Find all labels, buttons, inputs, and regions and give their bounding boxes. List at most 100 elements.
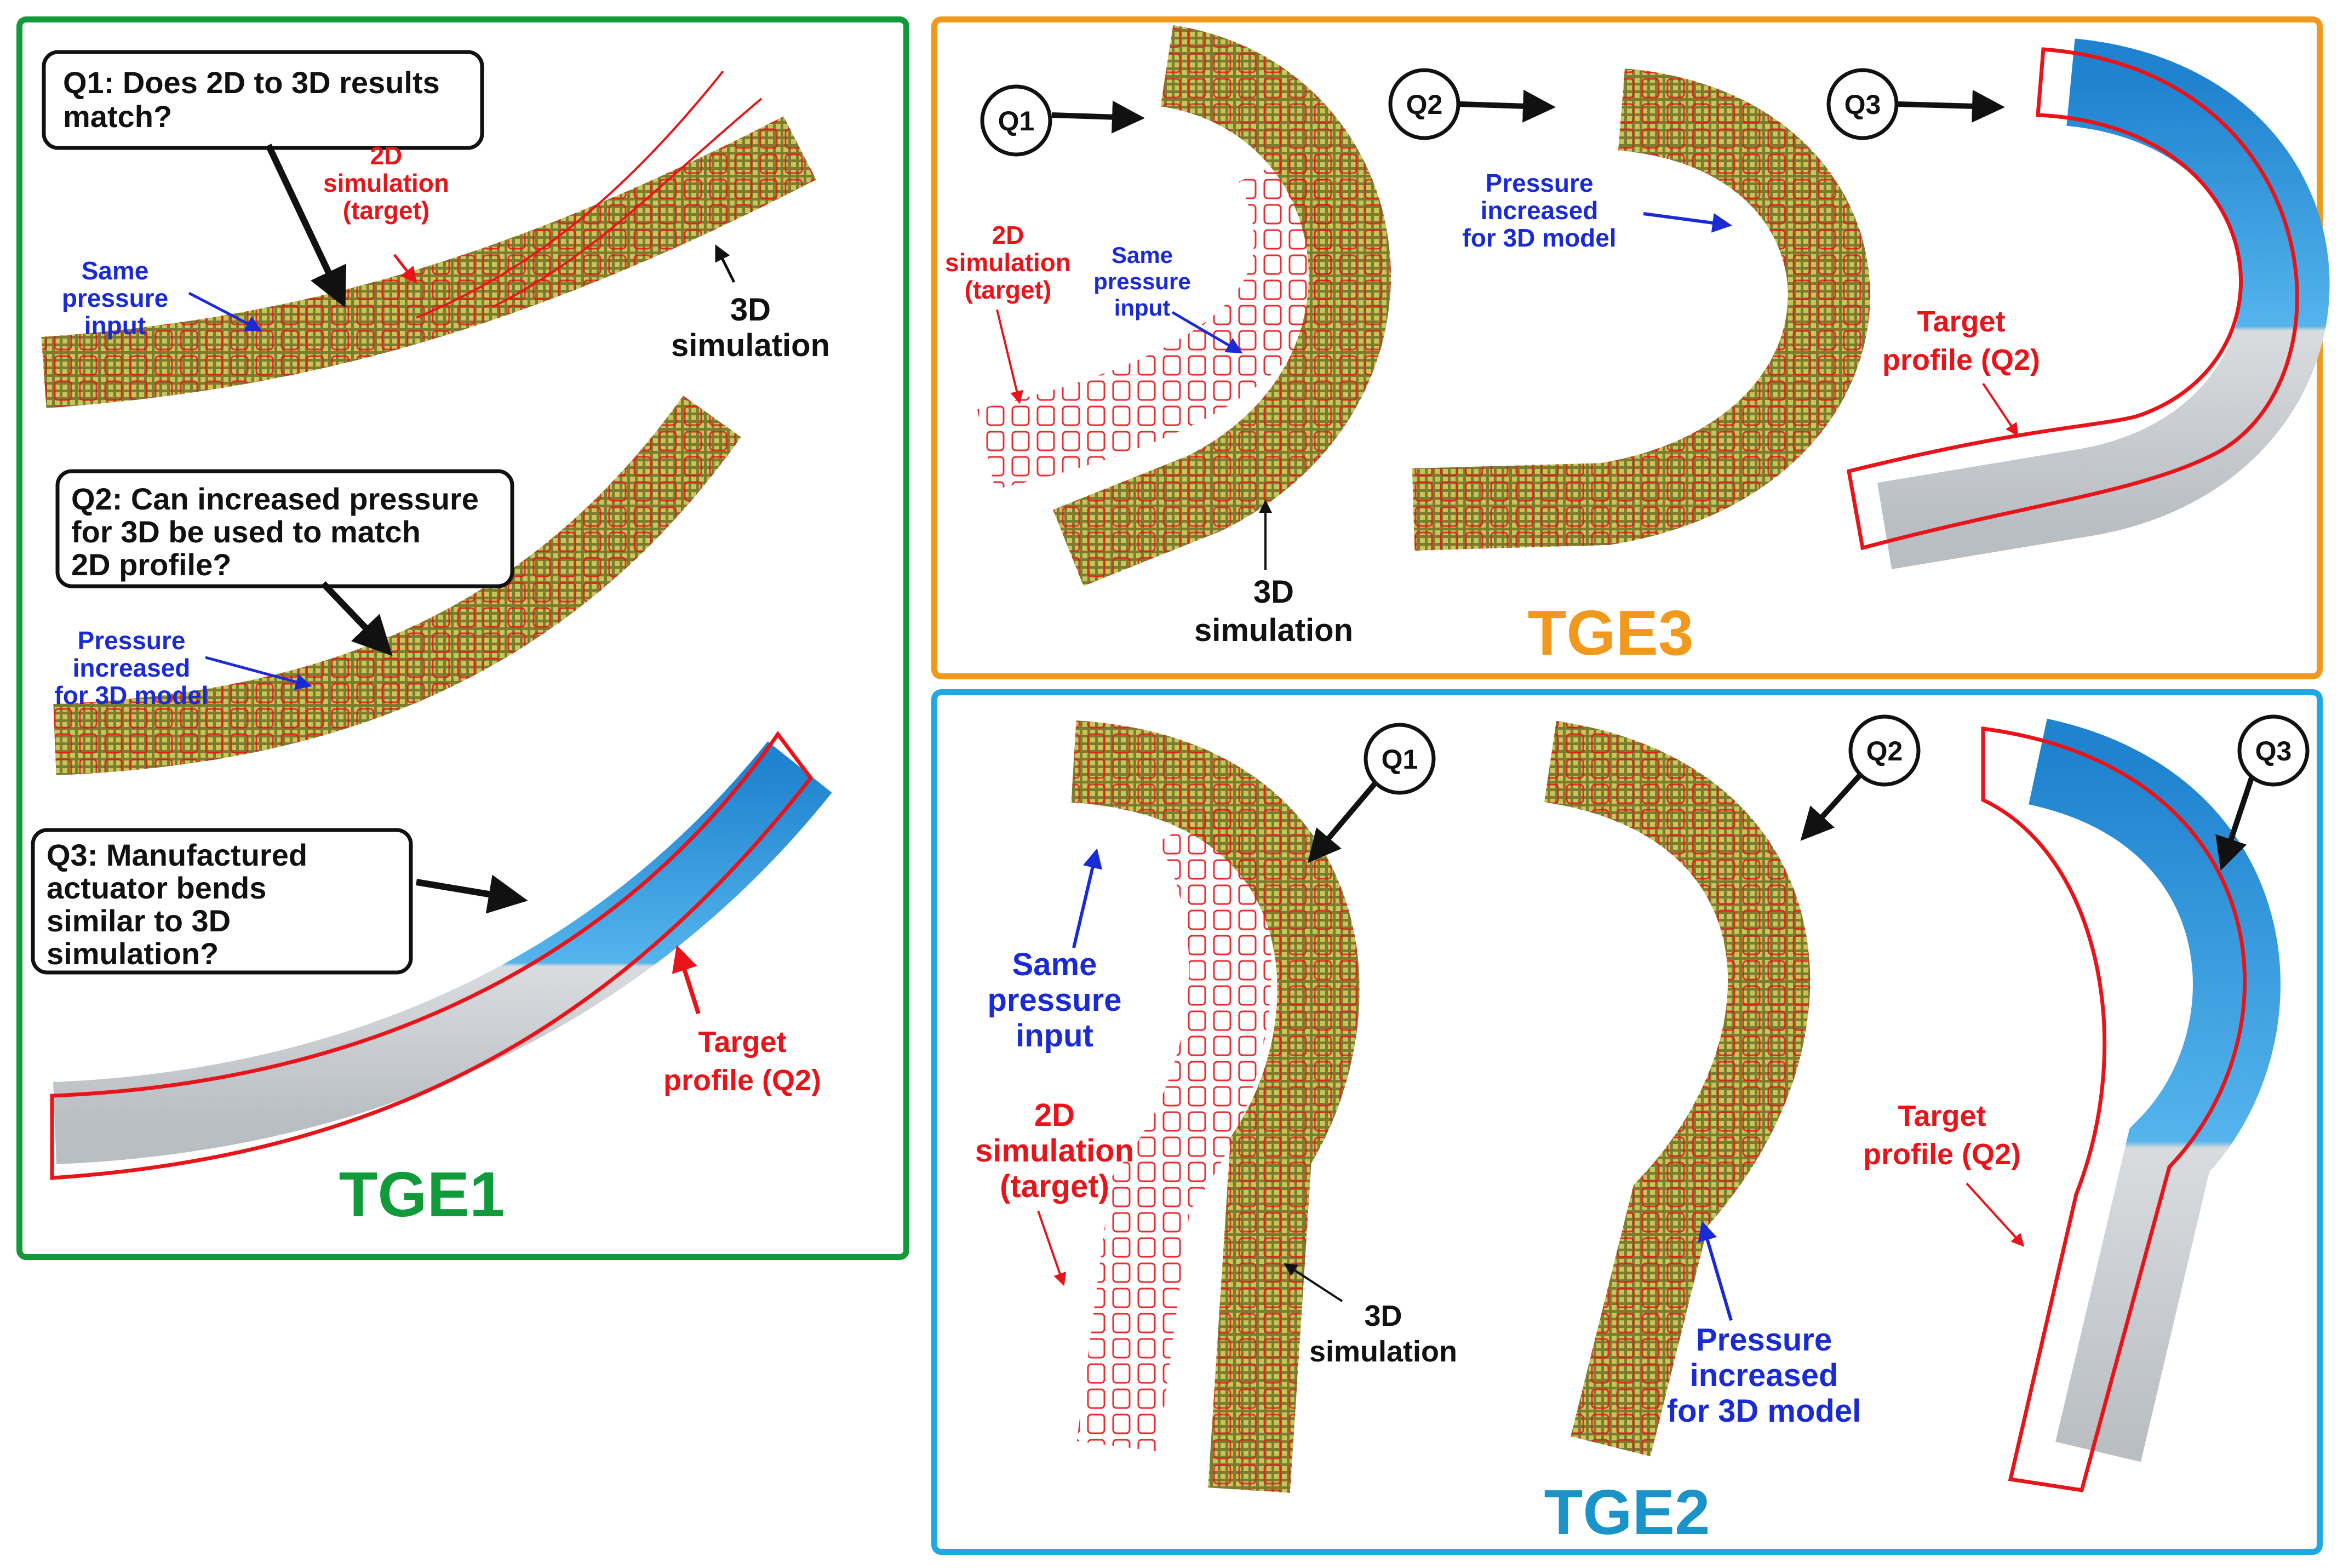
- svg-text:input: input: [1114, 295, 1171, 321]
- tge1-target-profile-outline: [50, 731, 814, 1180]
- tge2-q1-badge: Q1: [1364, 723, 1436, 795]
- svg-text:Same: Same: [1012, 947, 1097, 982]
- svg-text:Pressure: Pressure: [1486, 169, 1594, 197]
- tge3-target-arrow: [1982, 382, 2019, 437]
- svg-text:(target): (target): [343, 196, 429, 225]
- svg-text:Q2: Q2: [1866, 736, 1903, 766]
- tge3-q1-2d-outline: [977, 147, 1337, 490]
- svg-text:simulation: simulation: [323, 169, 449, 197]
- tge1-2d-arrow: [393, 254, 417, 284]
- svg-text:input: input: [84, 311, 146, 340]
- tge1-q2-box: Q2: Can increased pressure for 3D be use…: [55, 469, 514, 588]
- tge2-q2-arrow: [1800, 773, 1862, 841]
- svg-text:simulation: simulation: [975, 1133, 1134, 1169]
- svg-text:Target: Target: [1898, 1100, 1986, 1132]
- tge3-q3-actuator: [1877, 38, 2330, 569]
- tge3-label-2d: 2D simulation (target): [945, 221, 1071, 304]
- svg-text:3D: 3D: [730, 292, 771, 328]
- tge2-q2-figure: [1544, 720, 1811, 1457]
- svg-text:pressure: pressure: [62, 284, 168, 312]
- tge3-2d-arrow: [996, 309, 1023, 404]
- tge3-target-profile-outline: [1846, 47, 2299, 551]
- tge2-q1-2d-outline: [1076, 802, 1271, 1452]
- svg-text:2D profile?: 2D profile?: [71, 547, 231, 582]
- svg-text:Q3: Q3: [1844, 89, 1881, 120]
- svg-text:(target): (target): [1000, 1169, 1109, 1204]
- tge1-q3-actuator: [53, 741, 832, 1164]
- svg-text:Target: Target: [1917, 305, 2005, 338]
- svg-text:Pressure: Pressure: [78, 626, 186, 655]
- svg-text:similar to 3D: similar to 3D: [47, 903, 231, 938]
- tge2-label-pressure-increased: Pressure increased for 3D model: [1667, 1322, 1861, 1429]
- tge1-q1-figure: [41, 70, 816, 408]
- tge2-pressure-increased-arrow: [1698, 1221, 1733, 1321]
- tge1-label-pressure-increased: Pressure increased for 3D model: [54, 626, 208, 709]
- tge1-3d-arrow: [715, 244, 736, 283]
- tge2-q1-figure: [1070, 720, 1360, 1493]
- svg-text:Q2: Can increased pressure: Q2: Can increased pressure: [71, 482, 479, 516]
- tge3-label-target-profile: Target profile (Q2): [1882, 305, 2040, 376]
- tge3-title: TGE3: [1528, 597, 1694, 668]
- svg-text:Q1: Q1: [998, 106, 1035, 136]
- tge1-label-same-pressure: Same pressure input: [62, 256, 168, 340]
- svg-text:Target: Target: [698, 1026, 786, 1058]
- svg-text:increased: increased: [1481, 196, 1599, 225]
- svg-text:Same: Same: [82, 256, 149, 285]
- svg-text:simulation: simulation: [671, 328, 830, 363]
- tge1-q2-arrow: [320, 581, 393, 656]
- tge2-target-profile-outline: [1981, 726, 2247, 1492]
- tge2-title: TGE2: [1544, 1477, 1710, 1548]
- svg-text:match?: match?: [63, 99, 172, 134]
- tge3-q1-arrow: [1051, 100, 1145, 134]
- svg-text:increased: increased: [1690, 1358, 1838, 1393]
- svg-text:Q3: Manufactured: Q3: Manufactured: [47, 838, 307, 872]
- tge3-same-pressure-arrow: [1171, 311, 1243, 354]
- tge3-label-pressure-increased: Pressure increased for 3D model: [1462, 169, 1616, 252]
- svg-text:Q1: Q1: [1382, 744, 1418, 775]
- tge1-pressure-increased-arrow: [205, 656, 312, 690]
- tge3-q2-figure: [1412, 68, 1870, 551]
- svg-text:simulation: simulation: [1309, 1335, 1457, 1368]
- svg-text:for 3D be used to match: for 3D be used to match: [71, 514, 421, 549]
- tge3-q2-arrow: [1459, 89, 1556, 123]
- tge1-q3-figure: [50, 731, 832, 1180]
- svg-text:2D: 2D: [992, 221, 1024, 249]
- svg-text:for 3D model: for 3D model: [1667, 1393, 1861, 1429]
- svg-text:simulation: simulation: [1194, 613, 1353, 648]
- svg-text:simulation?: simulation?: [47, 936, 219, 971]
- svg-text:Q1: Does 2D to 3D results: Q1: Does 2D to 3D results: [63, 65, 440, 100]
- tge3-q2-badge: Q2: [1388, 68, 1460, 140]
- tge1-q2-figure: [53, 396, 741, 775]
- tge2-2d-arrow: [1037, 1210, 1067, 1286]
- tge3-label-same-pressure: Same pressure input: [1093, 242, 1190, 321]
- tge3-q3-arrow: [1898, 89, 2005, 123]
- svg-text:Q3: Q3: [2255, 736, 2292, 766]
- tge1-q3-arrow: [416, 874, 528, 914]
- svg-text:(target): (target): [965, 276, 1051, 304]
- svg-text:increased: increased: [73, 654, 191, 682]
- tge1-label-3d: 3D simulation: [671, 292, 830, 363]
- svg-text:input: input: [1016, 1018, 1093, 1054]
- svg-text:Pressure: Pressure: [1696, 1322, 1832, 1358]
- tge1-q1-box: Q1: Does 2D to 3D results match?: [42, 50, 484, 150]
- tge1-q1-arrow: [265, 144, 347, 308]
- tge2-q3-actuator: [2028, 718, 2281, 1462]
- svg-text:pressure: pressure: [987, 982, 1121, 1018]
- tge2-3d-arrow: [1284, 1263, 1343, 1302]
- tge3-pressure-increased-arrow: [1643, 212, 1732, 233]
- tge1-target-arrow: [672, 945, 701, 1015]
- tge3-label-3d: 3D simulation: [1194, 574, 1353, 648]
- tge1-q3-box: Q3: Manufactured actuator bends similar …: [31, 828, 413, 975]
- tge1-same-pressure-arrow: [188, 291, 262, 331]
- tge3-q1-figure: [977, 25, 1391, 586]
- tge3-q3-badge: Q3: [1826, 68, 1899, 140]
- tge3-q1-badge: Q1: [980, 84, 1052, 157]
- tge2-q3-arrow: [2215, 777, 2254, 871]
- svg-text:2D: 2D: [1034, 1097, 1075, 1133]
- tge3-q3-figure: [1846, 38, 2330, 569]
- tge2-label-target-profile: Target profile (Q2): [1863, 1100, 2021, 1171]
- svg-text:simulation: simulation: [945, 248, 1071, 277]
- tge2-same-pressure-arrow: [1072, 848, 1103, 948]
- svg-text:profile (Q2): profile (Q2): [663, 1064, 821, 1097]
